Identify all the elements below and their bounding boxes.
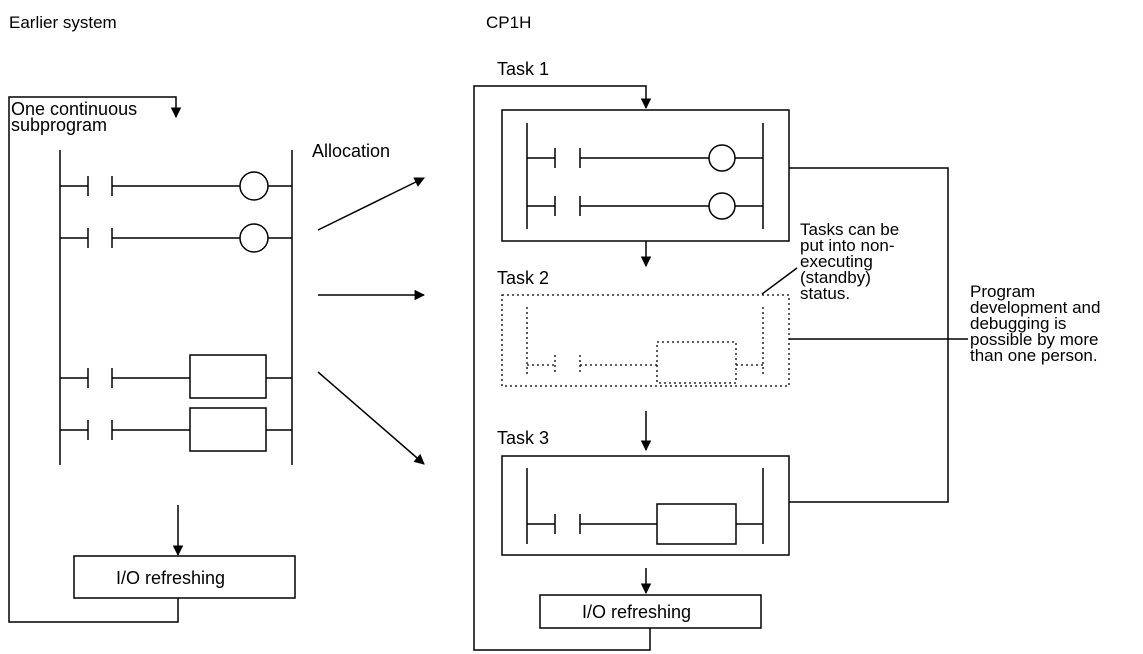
allocation-label: Allocation bbox=[312, 141, 391, 161]
function-block-icon bbox=[189, 407, 267, 452]
task-1-block bbox=[501, 109, 790, 242]
task-2-label: Task 2 bbox=[497, 268, 550, 288]
left-header: Earlier system bbox=[9, 13, 117, 32]
task-1-label: Task 1 bbox=[497, 59, 550, 79]
coil-icon bbox=[239, 223, 269, 253]
task-3-label: Task 3 bbox=[497, 428, 550, 448]
function-block-icon bbox=[656, 341, 737, 384]
right-refresh-label: I/O refreshing bbox=[582, 602, 692, 622]
right-refresh-box bbox=[539, 594, 762, 629]
left-program-loop bbox=[8, 96, 182, 623]
task-2-block bbox=[501, 294, 790, 387]
coil-icon bbox=[708, 192, 736, 220]
subprogram-label: One continuous subprogram bbox=[11, 99, 138, 135]
standby-note-leader bbox=[761, 267, 798, 295]
right-header: CP1H bbox=[486, 13, 532, 32]
dev-note: Program development and debugging is pos… bbox=[970, 282, 1101, 365]
right-program-loop bbox=[473, 85, 652, 651]
function-block-icon bbox=[656, 503, 737, 545]
left-refresh-label: I/O refreshing bbox=[116, 568, 226, 588]
left-ladder-rungs bbox=[59, 150, 293, 465]
task-3-block bbox=[501, 455, 790, 556]
coil-icon bbox=[708, 144, 736, 172]
standby-note: Tasks can be put into non- executing (st… bbox=[800, 220, 900, 303]
allocation-arrows bbox=[317, 177, 426, 465]
function-block-icon bbox=[189, 354, 267, 399]
coil-icon bbox=[239, 171, 269, 201]
left-refresh-box bbox=[73, 555, 296, 599]
dev-note-bracket bbox=[789, 167, 968, 503]
